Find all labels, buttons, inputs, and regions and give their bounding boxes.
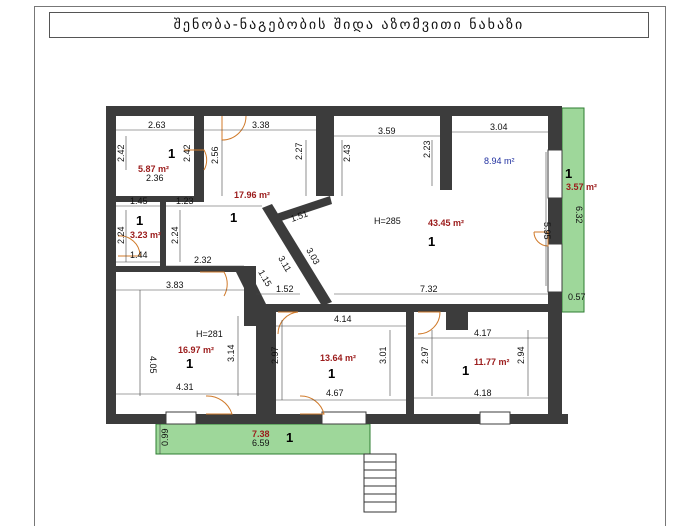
dim-label: 2.97: [420, 346, 430, 364]
dim-label: 2.94: [516, 346, 526, 364]
dim-label: 4.31: [176, 382, 194, 392]
room-height: H=285: [374, 216, 401, 226]
room-number: 1: [462, 363, 469, 378]
dim-label: 2.23: [422, 140, 432, 158]
dim-label: 2.97: [270, 346, 280, 364]
dim-label: 6.59: [252, 438, 270, 448]
dim-label: 2.56: [210, 146, 220, 164]
room-number: 1: [428, 234, 435, 249]
doors: [117, 115, 549, 415]
dim-label: 1.23: [176, 196, 194, 206]
dim-label: 3.38: [252, 120, 270, 130]
room-area: 13.64 m²: [320, 353, 356, 363]
diagonal-wall-upper: [276, 196, 332, 222]
dim-label: 4.17: [474, 328, 492, 338]
room-number: 1: [230, 210, 237, 225]
dim-label: 3.04: [490, 122, 508, 132]
dim-label: 5.95: [542, 222, 552, 240]
room-number: 1: [136, 213, 143, 228]
dim-label: 2.42: [116, 144, 126, 162]
outer-walls: [106, 106, 568, 424]
room-number: 1: [328, 366, 335, 381]
room-area: 16.97 m²: [178, 345, 214, 355]
dim-label: 0.99: [160, 428, 170, 446]
dim-label: 2.27: [294, 142, 304, 160]
room-number: 1: [168, 146, 175, 161]
dim-label: 2.36: [146, 173, 164, 183]
dim-label: 2.32: [194, 255, 212, 265]
room-area: 3.57 m²: [566, 182, 597, 192]
dim-label: 3.83: [166, 280, 184, 290]
dim-label: 1.52: [276, 284, 294, 294]
dim-label: 4.14: [334, 314, 352, 324]
room-area: 17.96 m²: [234, 190, 270, 200]
room-number: 1: [565, 166, 572, 181]
windows: [165, 149, 563, 425]
dim-label: 2.43: [342, 144, 352, 162]
dim-label: 1.44: [130, 250, 148, 260]
room-area: 7.38: [252, 429, 270, 439]
dim-label: 1.45: [130, 196, 148, 206]
dim-label: 4.67: [326, 388, 344, 398]
drawing-sheet: [34, 6, 666, 526]
room-number: 1: [186, 356, 193, 371]
stairs: [363, 453, 397, 513]
dim-label: 6.32: [574, 206, 584, 224]
dim-label: 2.24: [116, 226, 126, 244]
diagonal-wall: [262, 204, 332, 306]
dim-label: 4.05: [148, 356, 158, 374]
dim-label: 4.18: [474, 388, 492, 398]
dimension-lines: [116, 129, 548, 454]
room-area: 43.45 m²: [428, 218, 464, 228]
room-area: 8.94 m²: [484, 156, 515, 166]
dim-label: 3.11: [276, 254, 293, 274]
room-height: H=281: [196, 329, 223, 339]
dim-label: 3.59: [378, 126, 396, 136]
room-area: 5.87 m²: [138, 164, 169, 174]
interior-walls: [106, 116, 548, 414]
balcony-area: [155, 423, 371, 455]
room-number: 1: [286, 430, 293, 445]
diagonal-wall-lower: [236, 268, 272, 320]
dim-label: 2.24: [170, 226, 180, 244]
dim-label: 0.57: [568, 292, 586, 302]
drawing-title: შენობა-ნაგებობის შიდა აზომვითი ნახაზი: [49, 12, 649, 38]
dim-label: 7.32: [420, 284, 438, 294]
dim-label: 2.63: [148, 120, 166, 130]
dim-label: 3.01: [378, 346, 388, 364]
dim-label: 1.15: [256, 268, 273, 288]
room-area: 3.23 m²: [130, 230, 161, 240]
dim-label: 2.42: [182, 144, 192, 162]
dim-label: 3.14: [226, 344, 236, 362]
room-area: 11.77 m²: [474, 357, 510, 367]
